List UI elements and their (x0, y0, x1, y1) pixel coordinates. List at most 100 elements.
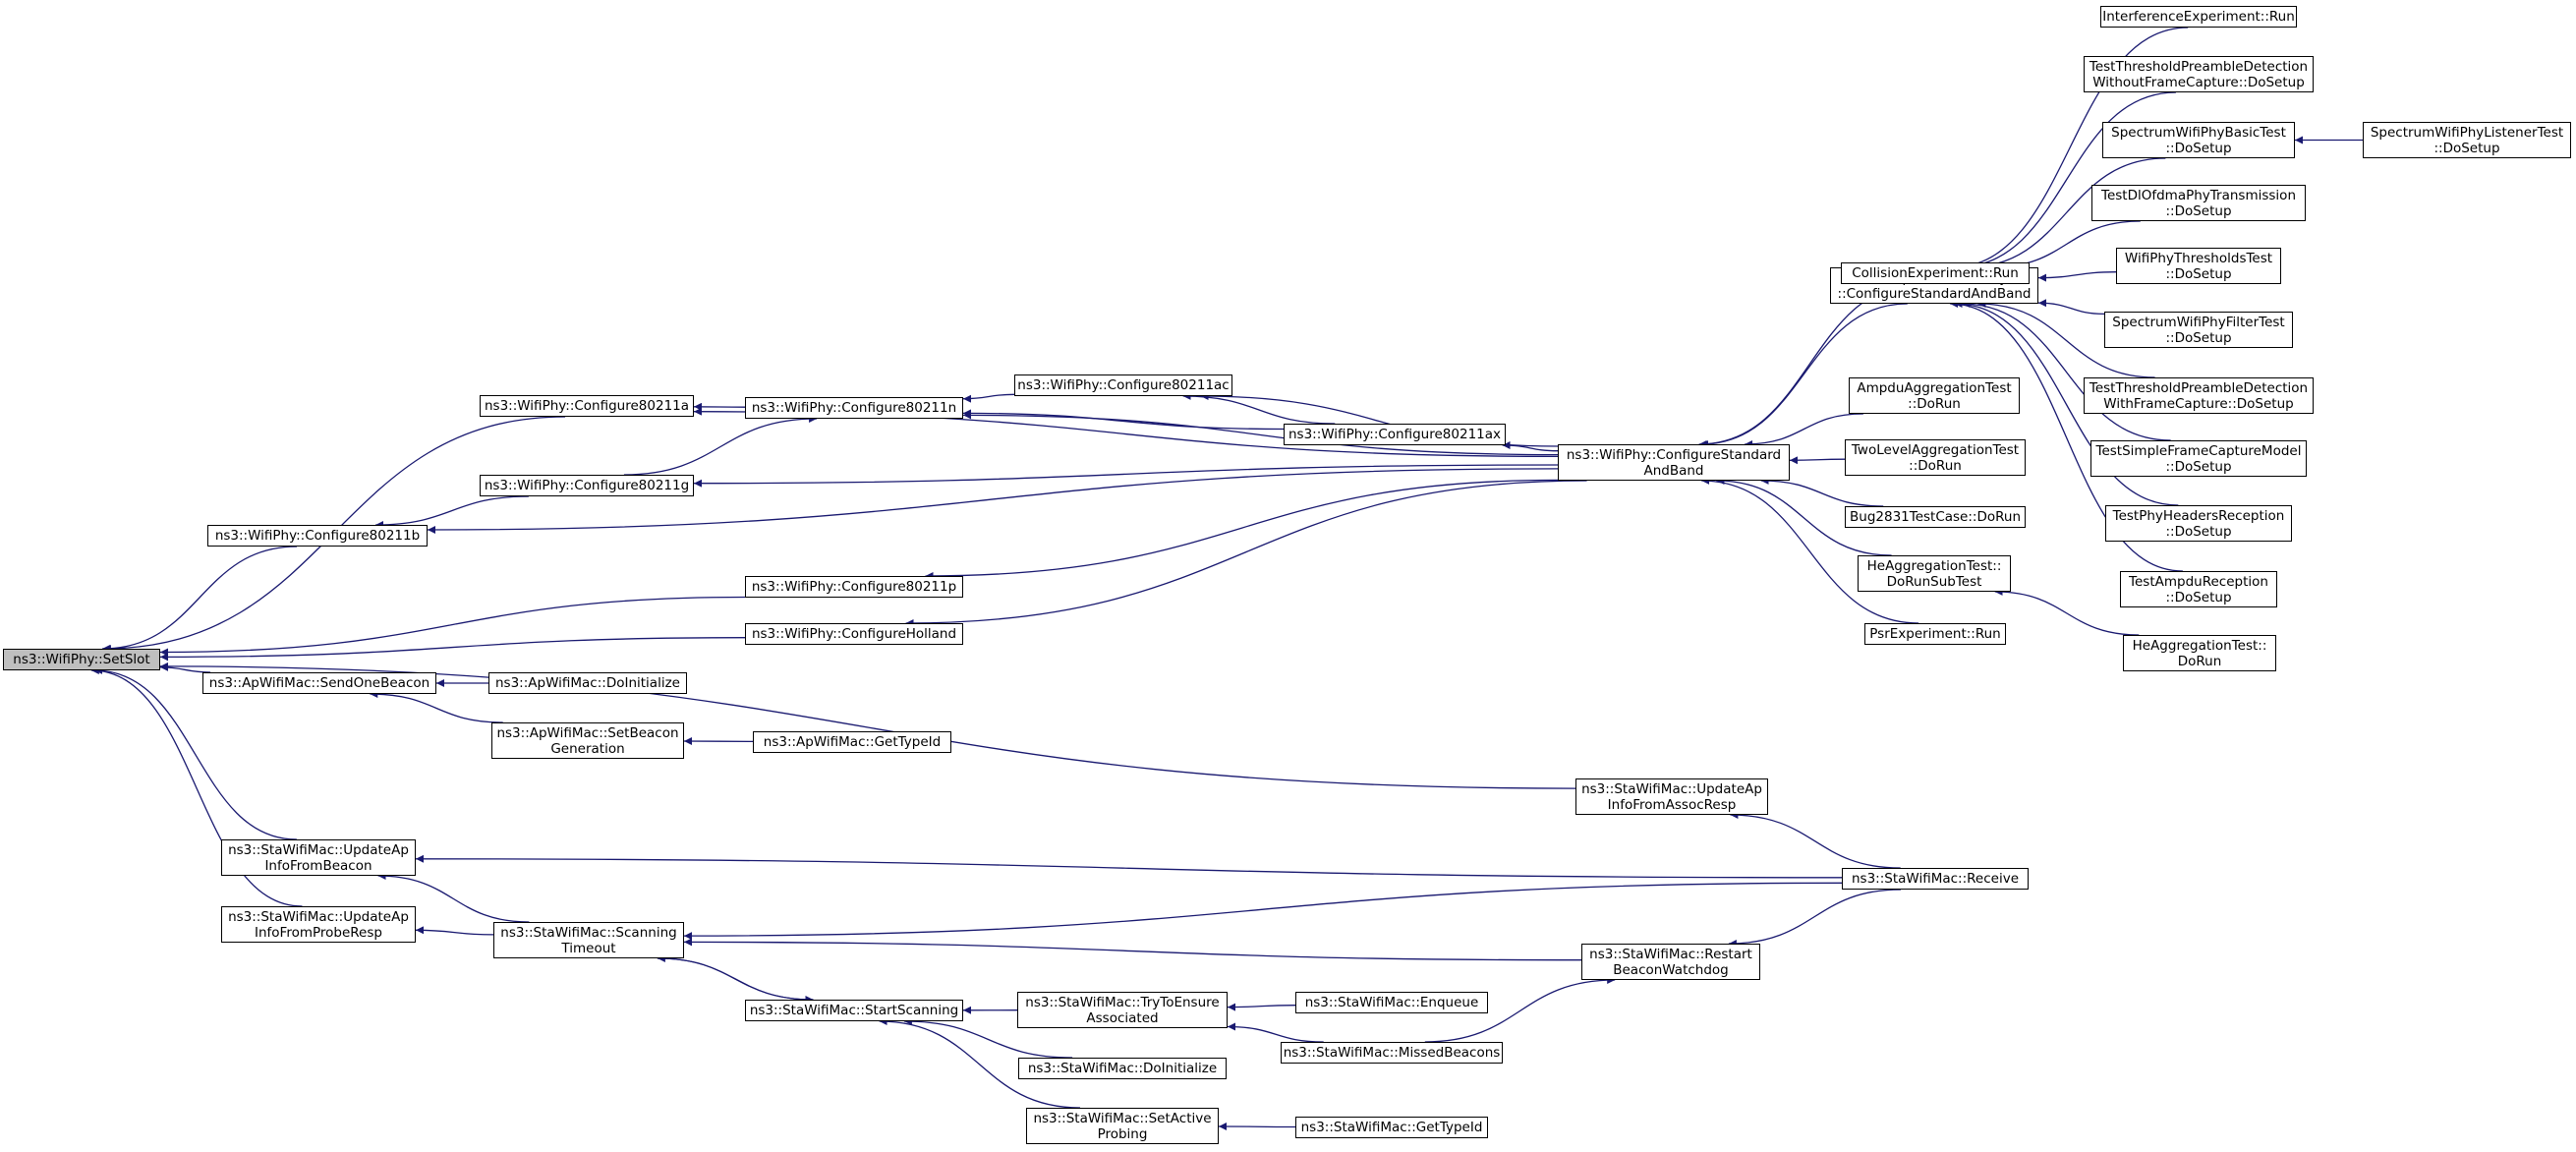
edge-c80211p-to-setslot (159, 596, 746, 657)
node-c80211ax[interactable]: ns3::WifiPhy::Configure80211ax (1284, 424, 1506, 445)
edge-csab-to-c80211g (693, 464, 1559, 488)
edge-receive-to-restartbw (1728, 889, 1902, 948)
node-label: ns3::WifiPhy::Configure80211a (484, 398, 690, 414)
node-label: AndBand (1643, 462, 1704, 479)
node-ampduagg[interactable]: AmpduAggregationTest::DoRun (1849, 377, 2020, 414)
node-label: ::ConfigureStandardAndBand (1837, 285, 2032, 302)
node-label: PsrExperiment::Run (1869, 626, 2001, 642)
node-label: ns3::ApWifiMac::GetTypeId (763, 734, 942, 750)
edge-receive-to-updateassoc (1730, 811, 1901, 869)
node-label: TestAmpduReception (2129, 573, 2268, 590)
node-label: ns3::ApWifiMac::SendOneBeacon (208, 675, 430, 691)
edge-ttpd_w-to-spectrumcsab (1977, 300, 2155, 378)
node-startscan[interactable]: ns3::StaWifiMac::StartScanning (745, 1000, 963, 1021)
edge-c80211ax-to-c80211n (962, 409, 1285, 431)
node-enqueue[interactable]: ns3::StaWifiMac::Enqueue (1295, 992, 1488, 1013)
node-label: ns3::WifiPhy::Configure80211n (751, 400, 957, 416)
edge-collision-to-csab (1698, 283, 1920, 448)
node-label: Probing (1097, 1125, 1148, 1142)
node-twolevel[interactable]: TwoLevelAggregationTest::DoRun (1845, 439, 2026, 476)
edge-csab-to-c80211ax (1502, 441, 1559, 452)
node-apdoinit[interactable]: ns3::ApWifiMac::DoInitialize (488, 672, 687, 694)
node-label: ::DoSetup (2165, 523, 2232, 540)
node-speclistener[interactable]: SpectrumWifiPhyListenerTest::DoSetup (2363, 122, 2571, 158)
edge-interference-to-spectrumcsab (1952, 27, 2189, 271)
edge-heagg-to-heaggsub (1994, 588, 2140, 636)
node-label: ns3::ApWifiMac::SetBeacon (496, 724, 679, 741)
node-label: ns3::StaWifiMac::Scanning (500, 924, 677, 941)
node-psr[interactable]: PsrExperiment::Run (1864, 623, 2006, 645)
node-phyheaders[interactable]: TestPhyHeadersReception::DoSetup (2105, 505, 2292, 542)
node-specfilter[interactable]: SpectrumWifiPhyFilterTest::DoSetup (2104, 312, 2293, 348)
node-label: Timeout (561, 940, 616, 956)
node-stagettypeid[interactable]: ns3::StaWifiMac::GetTypeId (1295, 1117, 1488, 1138)
node-label: ::DoSetup (2165, 589, 2232, 605)
node-label: ns3::WifiPhy::Configure80211g (484, 478, 690, 493)
edge-specbasic-to-spectrumcsab (1967, 157, 2166, 271)
edge-scantimeout-to-updateprobe (415, 926, 494, 936)
edge-updatebeacon-to-setslot (94, 666, 297, 840)
node-stadoinit[interactable]: ns3::StaWifiMac::DoInitialize (1018, 1058, 1227, 1079)
node-label: WithoutFrameCapture::DoSetup (2092, 74, 2305, 90)
node-apgettypeid[interactable]: ns3::ApWifiMac::GetTypeId (753, 731, 951, 753)
node-label: InfoFromProbeResp (255, 924, 382, 941)
node-label: ::DoSetup (2165, 458, 2232, 475)
edge-bug2831-to-csab (1760, 477, 1884, 507)
node-thresholds[interactable]: WifiPhyThresholdsTest::DoSetup (2116, 248, 2281, 284)
node-heagg[interactable]: HeAggregationTest::DoRun (2123, 635, 2276, 671)
node-label: TestThresholdPreambleDetection (2089, 58, 2309, 75)
edge-csab-to-c80211p (925, 479, 1559, 580)
node-missedbeacons[interactable]: ns3::StaWifiMac::MissedBeacons (1281, 1042, 1503, 1064)
edge-restartbw-to-scantimeout (683, 938, 1582, 961)
node-receive[interactable]: ns3::StaWifiMac::Receive (1842, 868, 2029, 890)
edge-thresholds-to-spectrumcsab (2037, 271, 2117, 282)
node-c80211g[interactable]: ns3::WifiPhy::Configure80211g (480, 475, 694, 496)
node-simplefc[interactable]: TestSimpleFrameCaptureModel::DoSetup (2090, 440, 2307, 477)
node-setslot[interactable]: ns3::WifiPhy::SetSlot (3, 649, 160, 670)
edge-scantimeout-to-startscan (657, 957, 814, 1004)
node-collision[interactable]: CollisionExperiment::Run (1841, 262, 2030, 284)
node-label: ns3::ApWifiMac::DoInitialize (495, 675, 680, 691)
edge-scantimeout-to-updatebeacon (377, 872, 530, 923)
node-label: SpectrumWifiPhyFilterTest (2112, 314, 2285, 330)
node-c80211a[interactable]: ns3::WifiPhy::Configure80211a (480, 395, 694, 417)
node-c80211n[interactable]: ns3::WifiPhy::Configure80211n (745, 397, 963, 419)
node-label: ns3::StaWifiMac::Receive (1851, 871, 2019, 887)
edge-psr-to-csab (1701, 477, 1919, 624)
node-cholland[interactable]: ns3::WifiPhy::ConfigureHolland (745, 623, 963, 645)
node-c80211p[interactable]: ns3::WifiPhy::Configure80211p (745, 576, 963, 598)
node-label: ns3::StaWifiMac::DoInitialize (1027, 1061, 1218, 1076)
edge-stadoinit-to-startscan (903, 1017, 1073, 1059)
edge-receive-to-scantimeout (683, 882, 1843, 941)
node-sendonebeacon[interactable]: ns3::ApWifiMac::SendOneBeacon (202, 672, 436, 694)
edge-twolevel-to-csab (1789, 456, 1846, 465)
node-dlofdma[interactable]: TestDlOfdmaPhyTransmission::DoSetup (2091, 185, 2306, 221)
node-c80211b[interactable]: ns3::WifiPhy::Configure80211b (207, 525, 428, 547)
node-label: ::DoSetup (2165, 265, 2232, 282)
edge-receive-to-updatebeacon (415, 854, 1843, 879)
node-label: InfoFromBeacon (264, 857, 372, 874)
node-label: DoRunSubTest (1886, 573, 1982, 590)
node-label: ns3::StaWifiMac::UpdateAp (228, 841, 409, 858)
node-label: Bug2831TestCase::DoRun (1850, 509, 2022, 525)
node-bug2831[interactable]: Bug2831TestCase::DoRun (1845, 506, 2026, 528)
node-label: ns3::StaWifiMac::StartScanning (749, 1003, 959, 1018)
node-label: SpectrumWifiPhyListenerTest (2370, 124, 2564, 141)
node-specbasic[interactable]: SpectrumWifiPhyBasicTest::DoSetup (2102, 122, 2295, 158)
node-ampdurecv[interactable]: TestAmpduReception::DoSetup (2120, 571, 2277, 607)
node-interference[interactable]: InterferenceExperiment::Run (2100, 6, 2297, 28)
edge-stagettypeid-to-setactive (1218, 1123, 1296, 1131)
node-c80211ac[interactable]: ns3::WifiPhy::Configure80211ac (1014, 374, 1232, 396)
node-heaggsub[interactable]: HeAggregationTest::DoRunSubTest (1858, 555, 2011, 592)
